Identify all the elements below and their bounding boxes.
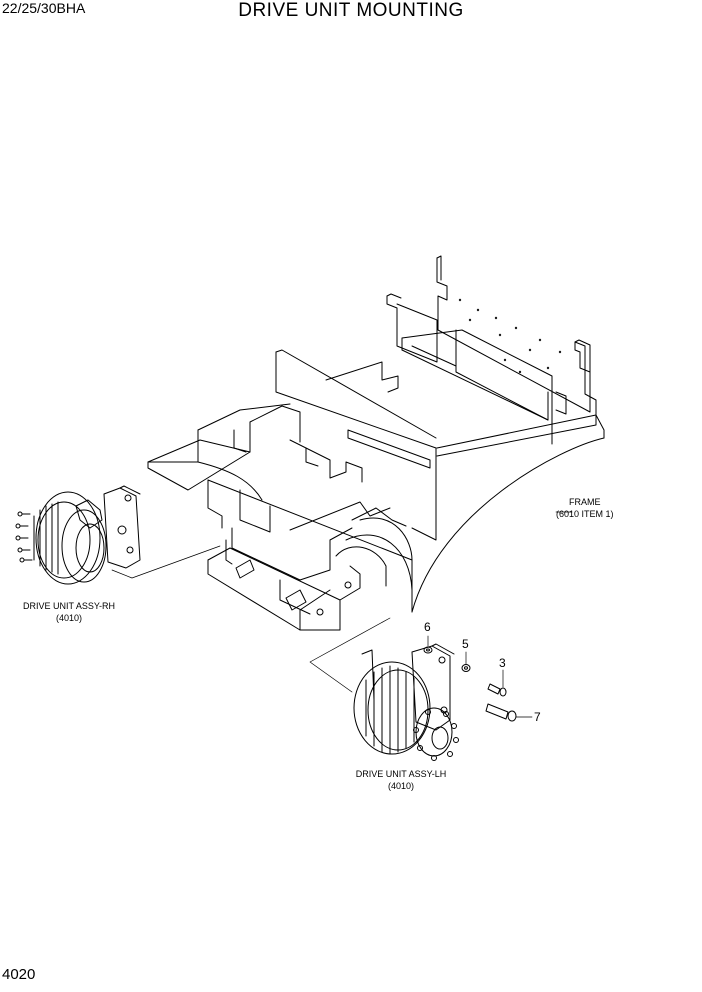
drive-unit-lh-leader-line <box>309 617 391 693</box>
frame-label: FRAME (6010 ITEM 1) <box>556 496 614 520</box>
drive-unit-lh-label-text: DRIVE UNIT ASSY-LH <box>355 769 447 779</box>
callout-6: 6 <box>424 620 431 634</box>
panel-holes <box>458 298 562 374</box>
frame-label-text: FRAME <box>569 497 601 507</box>
bolt-item-3 <box>487 683 507 697</box>
callout-5: 5 <box>462 637 469 651</box>
drive-unit-rh-reference: (4010) <box>55 613 82 623</box>
frame-reference: (6010 ITEM 1) <box>556 509 614 519</box>
page-title: DRIVE UNIT MOUNTING <box>238 0 464 21</box>
drive-unit-rh-leader-line <box>111 545 221 579</box>
drive-unit-lh-drawing <box>353 643 459 761</box>
washer-item-6 <box>423 646 433 654</box>
callout-7: 7 <box>534 710 541 724</box>
callout-3: 3 <box>499 656 506 670</box>
model-designation: 22/25/30BHA <box>2 0 86 16</box>
drive-unit-lh-reference: (4010) <box>387 781 414 791</box>
drive-unit-rh-drawing <box>15 485 141 585</box>
washer-item-5 <box>461 664 471 672</box>
drive-unit-rh-label-text: DRIVE UNIT ASSY-RH <box>22 601 116 611</box>
bolt-item-7 <box>485 703 517 722</box>
drive-unit-lh-label: DRIVE UNIT ASSY-LH (4010) <box>346 768 456 792</box>
drive-unit-rh-label: DRIVE UNIT ASSY-RH (4010) <box>14 600 124 624</box>
frame-drawing <box>147 255 605 631</box>
page-number: 4020 <box>2 966 36 983</box>
